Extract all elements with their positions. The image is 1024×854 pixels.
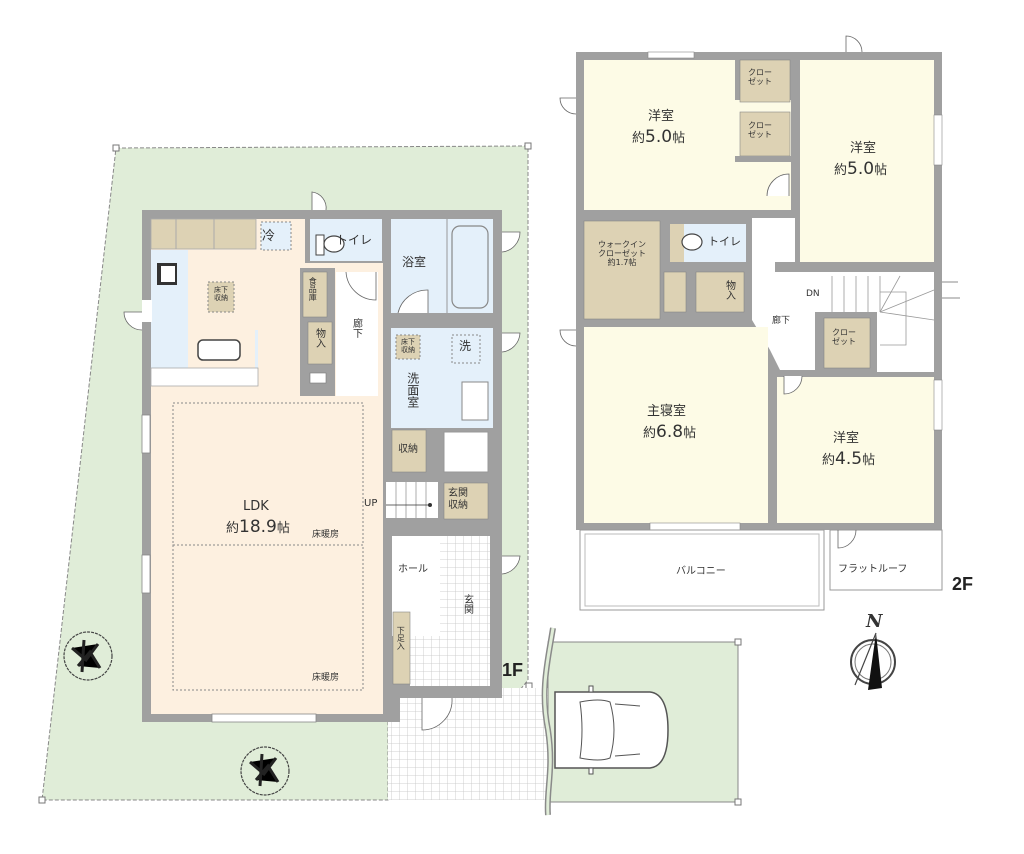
closet-3: [823, 317, 871, 369]
room-western-2: [800, 60, 934, 264]
flat-roof: [829, 529, 943, 591]
pantry-label: 食品庫: [308, 277, 318, 301]
western-3-size: 約4.5帖: [822, 449, 876, 469]
stairs-down-label: DN: [806, 289, 820, 299]
master-bedroom-size: 約6.8帖: [643, 422, 697, 442]
storage-2-label: 収納: [398, 444, 418, 455]
western-2-name: 洋室: [850, 141, 877, 156]
room-western-3: [777, 377, 934, 523]
corridor-1f-label: 廊下: [350, 318, 362, 338]
closet-1-label: クローゼット: [748, 68, 772, 87]
balcony-label: バルコニー: [676, 566, 726, 577]
balcony: [579, 529, 825, 611]
flat-roof-label: フラットルーフ: [838, 564, 908, 575]
room-corridor-2f: [752, 218, 820, 370]
corridor-2f-label: 廊下: [772, 316, 791, 326]
hall-label: ホール: [398, 564, 428, 575]
underfloor-storage-kitchen-label: 床下収納: [214, 286, 228, 303]
approach-paving: [388, 688, 548, 800]
ldk-size: 約18.9帖: [226, 517, 290, 537]
room-master-bedroom: [584, 327, 768, 523]
pantry: [302, 271, 328, 318]
floor-heating-label-2: 床暖房: [312, 673, 340, 683]
walk-in-closet-label: ウォークインクローゼット約1.7帖: [598, 240, 646, 268]
western-1-size: 約5.0帖: [632, 127, 686, 147]
compass-north-icon: [850, 632, 896, 690]
master-bedroom-name: 主寝室: [647, 404, 687, 419]
entrance-storage-label: 玄関収納: [448, 488, 468, 511]
closet-2: [739, 111, 791, 157]
room-entrance: [440, 536, 490, 686]
closet-1: [739, 59, 791, 103]
floor-label-1f: 1F: [502, 660, 524, 680]
western-1-name: 洋室: [648, 109, 675, 124]
storage-2f-label: 物入: [723, 280, 735, 300]
entrance-label: 玄関: [461, 594, 473, 614]
western-2-size: 約5.0帖: [834, 159, 888, 179]
storage-2f: [695, 271, 745, 313]
closet-2-label: クローゼット: [748, 121, 772, 140]
western-3-name: 洋室: [833, 431, 860, 446]
room-western-1: [584, 60, 735, 210]
shoe-box: [392, 611, 411, 685]
sink-icon: [197, 339, 241, 361]
bathroom-label: 浴室: [402, 255, 427, 269]
stairs-up-label: UP: [364, 498, 378, 509]
compass-n-label: N: [866, 611, 883, 632]
washroom-label: 洗面室: [405, 372, 420, 408]
underfloor-storage-wash-label: 床下収納: [401, 338, 415, 355]
car-icon: [554, 685, 669, 775]
tree-icon: [63, 631, 113, 681]
fridge-label: 冷: [262, 229, 276, 244]
stairs-up: [386, 482, 438, 518]
washer-label: 洗: [459, 339, 472, 353]
first-floor-building: [123, 191, 521, 731]
closet-3-label: クローゼット: [832, 328, 856, 347]
storage-2: [391, 429, 427, 473]
storage-1f-label: 物入: [313, 328, 325, 348]
walk-in-closet: [583, 220, 661, 320]
storage-1f: [307, 321, 333, 365]
ldk-name: LDK: [243, 499, 269, 514]
entrance-storage: [443, 482, 489, 520]
toilet-1f-label: トイレ: [336, 233, 373, 247]
floor-label-2f: 2F: [952, 574, 974, 594]
room-corridor-1f: [336, 272, 378, 396]
second-floor-building: [559, 35, 960, 531]
tree-icon: [240, 746, 290, 796]
toilet-2f-label: トイレ: [708, 235, 741, 248]
floor-heating-label-1: 床暖房: [312, 530, 340, 540]
shoe-box-label: 下足入: [396, 626, 406, 650]
